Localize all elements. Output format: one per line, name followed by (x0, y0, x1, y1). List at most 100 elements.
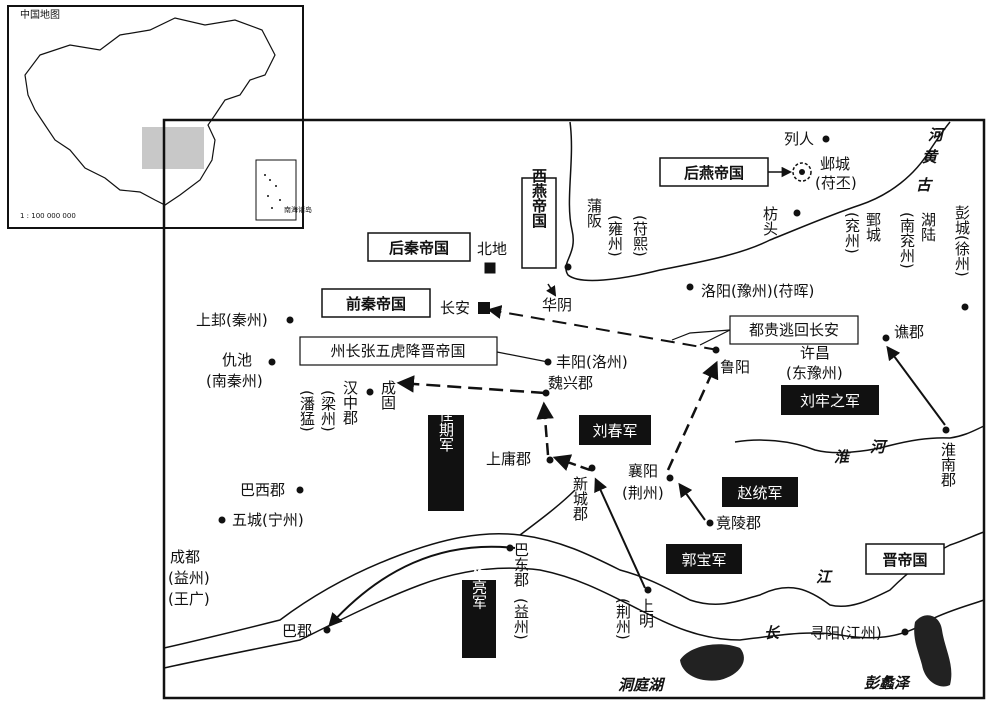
label-wucheng: 五城(宁州) (232, 511, 304, 529)
dongting-lake (680, 644, 744, 681)
state-former-qin: 前秦帝国 (321, 288, 431, 318)
label-yecheng: 邺城 (820, 155, 850, 173)
label-hanzhong: 汉中郡 (341, 380, 359, 425)
svg-text:杨亮军: 杨亮军 (470, 565, 488, 610)
label-yecheng-note: (苻丕) (815, 174, 857, 192)
jin-label: 晋帝国 (882, 551, 927, 569)
label-baxi: 巴西郡 (240, 481, 285, 499)
label-luyang: 鲁阳 (720, 358, 750, 376)
svg-text:杨佺期军: 杨佺期军 (437, 392, 455, 452)
label-badong-note: (益州) (512, 598, 530, 640)
place-labels: 列人 邺城 (苻丕) 枋头 (兖州) 鄄城 (南兖州) 湖陆 彭城(徐州) 蒲阪… (168, 130, 971, 642)
label-luoyang: 洛阳(豫州)(苻晖) (701, 282, 814, 300)
label-hanzhong-note: (梁州) (319, 390, 337, 432)
label-weixing: 魏兴郡 (548, 374, 593, 392)
arrow-liu-lao (886, 345, 946, 426)
label-jiang-1: 长 (764, 624, 781, 642)
label-lieren: 列人 (784, 130, 814, 148)
state-later-qin: 后秦帝国 (367, 232, 471, 262)
label-chouchi-note: (南秦州) (206, 372, 263, 390)
label-xuchang-note: (东豫州) (786, 364, 843, 382)
label-xincheng: 新城郡 (571, 476, 589, 521)
zhang-surrender-text: 州长张五虎降晋帝国 (330, 342, 465, 360)
arrow-yang-quanqi (396, 375, 546, 395)
label-puban-note: (雍州) (606, 215, 624, 257)
du-gui-flee-text: 都贵逃回长安 (749, 321, 839, 339)
south-sea-box (255, 159, 297, 221)
label-huayin: 华阴 (542, 296, 572, 314)
army-guo-bao: 郭宝军 (666, 544, 742, 574)
label-hanzhong-person: (潘猛) (298, 390, 316, 432)
label-pengcheng: 彭城(徐州) (953, 205, 971, 277)
army-zhao-tong: 赵统军 (722, 477, 798, 507)
state-jin: 晋帝国 (865, 543, 945, 575)
main-map-frame (162, 118, 986, 700)
label-puban: 蒲阪 (585, 198, 603, 228)
state-later-yan: 后燕帝国 (659, 157, 769, 187)
label-huainan: 淮南郡 (939, 442, 957, 487)
label-changan: 长安 (440, 299, 470, 317)
arrow-du-gui (487, 305, 719, 351)
svg-text:刘牢之军: 刘牢之军 (800, 392, 860, 410)
banner-zhang-surrender: 州长张五虎降晋帝国 (299, 336, 498, 366)
banner-du-gui-flee: 都贵逃回长安 (729, 315, 859, 345)
label-shangming: 上明 (637, 598, 655, 629)
arrow-shangyong-weixing (536, 401, 554, 456)
arrow-yang-liang (328, 545, 516, 628)
label-shanggui: 上邽(秦州) (196, 311, 268, 329)
label-huanghe-1: 河 (928, 126, 946, 144)
army-yang-quanqi: 杨佺期军 (428, 392, 464, 511)
highlight-region (142, 127, 204, 169)
label-shangming-note: (荆州) (614, 598, 632, 640)
label-huai-1: 淮 (834, 448, 851, 466)
label-hulu-note: (南兖州) (898, 212, 916, 269)
water-labels: 河 黄 古 淮 河 长 江 洞庭湖 彭蠡泽 (618, 126, 946, 694)
label-juancheng-note: (兖州) (843, 212, 861, 254)
label-jiang-2: 江 (816, 568, 833, 586)
label-beidi: 北地 (477, 240, 507, 258)
arrow-zhao-tong (678, 482, 706, 521)
svg-text:刘春军: 刘春军 (592, 422, 637, 440)
label-hulu: 湖陆 (919, 212, 937, 242)
yecheng-marker (792, 162, 812, 182)
arrow-liu-chun (666, 360, 719, 471)
later-yan-label: 后燕帝国 (684, 164, 744, 182)
label-puban-person: (苻熙) (631, 215, 649, 257)
label-bajun: 巴郡 (282, 622, 312, 640)
china-outline (24, 17, 276, 206)
svg-text:赵统军: 赵统军 (737, 484, 782, 502)
pengli-lake (914, 615, 952, 687)
arrow-guo-bao (594, 477, 646, 589)
campaign-arrows (328, 166, 946, 628)
arrow-xincheng-shangyong (552, 454, 591, 472)
label-juancheng: 鄄城 (864, 212, 882, 243)
city-dots (218, 135, 969, 636)
state-western-yan: 西燕帝国 (521, 168, 557, 269)
label-xiangyang-note: (荆州) (622, 484, 664, 502)
south-sea-islands (264, 174, 281, 209)
label-huai-2: 河 (870, 438, 888, 456)
army-liu-lao: 刘牢之军 (781, 385, 879, 415)
label-chengdu-person: (王广) (168, 590, 210, 608)
label-chenggu: 成固 (379, 380, 397, 410)
inset-map: 南海诸岛 中国地图 1 : 100 000 000 (7, 5, 312, 229)
label-chengdu: 成都 (170, 548, 200, 566)
label-jingling: 竟陵郡 (716, 514, 761, 532)
label-fengyang: 丰阳(洛州) (556, 353, 628, 371)
beidi-square (483, 261, 497, 275)
label-huanghe-3: 古 (916, 176, 934, 194)
svg-text:郭宝军: 郭宝军 (681, 551, 726, 569)
label-chengdu-note: (益州) (168, 569, 210, 587)
south-sea-label: 南海诸岛 (284, 205, 312, 214)
army-yang-liang: 杨亮军 (462, 565, 496, 658)
label-chouchi: 仇池 (222, 351, 252, 369)
western-yan-label: 西燕帝国 (530, 168, 548, 229)
army-liu-chun: 刘春军 (579, 415, 651, 445)
label-xiangyang: 襄阳 (628, 462, 658, 480)
label-dongting: 洞庭湖 (618, 676, 666, 694)
label-qiaojun: 谯郡 (894, 323, 924, 341)
inset-title: 中国地图 (20, 8, 60, 21)
former-qin-label: 前秦帝国 (346, 295, 406, 313)
changan-square (478, 302, 490, 314)
label-shangyong: 上庸郡 (486, 450, 531, 468)
